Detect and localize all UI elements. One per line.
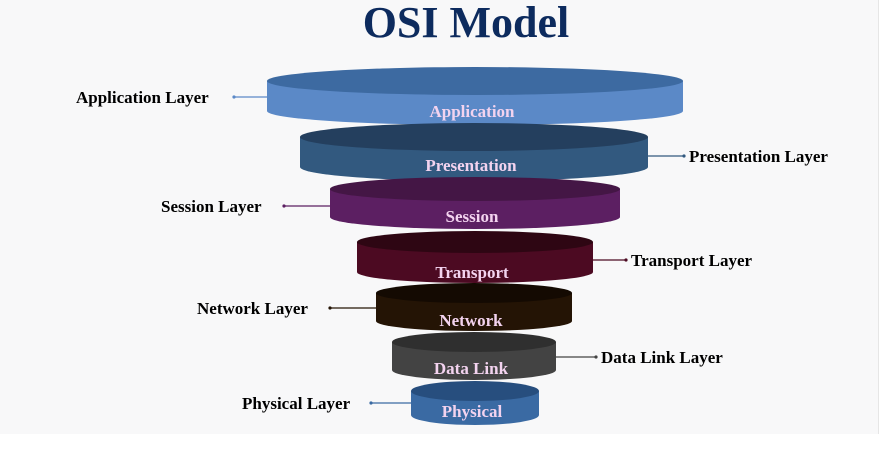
disk-top-network xyxy=(376,283,572,303)
disk-top-presentation xyxy=(300,123,648,151)
disk-body-data-link xyxy=(392,342,556,380)
disk-label-data-link: Data Link xyxy=(434,359,509,378)
page-edge xyxy=(878,0,896,434)
layer-session: Session Session Layer xyxy=(161,177,620,229)
disk-label-application: Application xyxy=(429,102,515,121)
connector-dot-session xyxy=(282,204,286,208)
connector-dot-data-link xyxy=(594,355,598,359)
disk-top-transport xyxy=(357,231,593,253)
disk-top-physical xyxy=(411,381,539,401)
layers-group: Application Application LayerPresentation… xyxy=(76,67,828,425)
connector-dot-presentation xyxy=(682,154,686,158)
disk-label-presentation: Presentation xyxy=(425,156,517,175)
connector-dot-application xyxy=(232,95,236,99)
layer-transport: Transport Transport Layer xyxy=(357,231,752,283)
layer-presentation: Presentation Presentation Layer xyxy=(300,123,828,181)
side-label-network: Network Layer xyxy=(197,299,308,318)
layer-physical: Physical Physical Layer xyxy=(242,381,539,425)
disk-label-transport: Transport xyxy=(435,263,509,282)
diagram-title: OSI Model xyxy=(363,0,570,47)
side-label-application: Application Layer xyxy=(76,88,209,107)
disk-body-network xyxy=(376,293,572,331)
side-label-session: Session Layer xyxy=(161,197,262,216)
side-label-transport: Transport Layer xyxy=(631,251,752,270)
disk-label-physical: Physical xyxy=(442,402,503,421)
side-label-physical: Physical Layer xyxy=(242,394,351,413)
layer-data-link: Data Link Data Link Layer xyxy=(392,332,723,380)
connector-dot-transport xyxy=(624,258,628,262)
disk-body-transport xyxy=(357,242,593,283)
disk-top-session xyxy=(330,177,620,201)
layer-network: Network Network Layer xyxy=(197,283,572,331)
disk-label-network: Network xyxy=(439,311,503,330)
connector-dot-network xyxy=(328,306,332,310)
side-label-data-link: Data Link Layer xyxy=(601,348,723,367)
disk-label-session: Session xyxy=(446,207,499,226)
disk-top-application xyxy=(267,67,683,95)
connector-dot-physical xyxy=(369,401,373,405)
side-label-presentation: Presentation Layer xyxy=(689,147,828,166)
osi-funnel-diagram: OSI Model Application Application LayerPr… xyxy=(76,0,828,425)
layer-application: Application Application Layer xyxy=(76,67,683,125)
disk-top-data-link xyxy=(392,332,556,352)
